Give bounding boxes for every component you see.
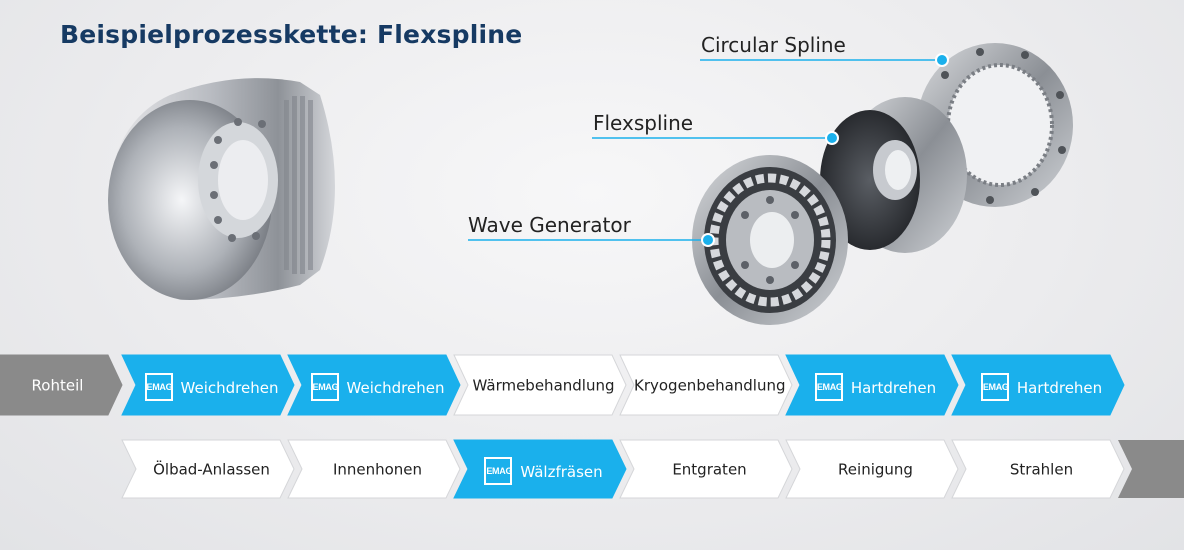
callout-wave-generator bbox=[468, 233, 715, 247]
process-step-label: Rohteil bbox=[31, 376, 84, 395]
process-step-shape bbox=[619, 439, 793, 499]
process-step-label: Weichdrehen bbox=[180, 379, 279, 397]
process-step: EMAG Weichdrehen bbox=[302, 373, 453, 401]
emag-logo-icon: EMAG bbox=[980, 373, 1009, 401]
process-step-label: Weichdrehen bbox=[346, 379, 445, 397]
callout-circular-spline bbox=[700, 53, 949, 67]
process-step-shape bbox=[121, 439, 295, 499]
flexspline-cup-image bbox=[108, 78, 335, 300]
process-step-label: Wälzfräsen bbox=[520, 463, 603, 481]
process-step-shape bbox=[785, 439, 959, 499]
process-end-block bbox=[1118, 440, 1184, 498]
process-step: EMAG Hartdrehen bbox=[800, 373, 951, 401]
process-step: Reinigung bbox=[800, 458, 951, 480]
callout-flexspline bbox=[592, 131, 839, 145]
wave-generator-image bbox=[692, 155, 848, 325]
process-step-label: Ölbad-Anlassen bbox=[153, 460, 270, 479]
label-circular-spline: Circular Spline bbox=[701, 33, 846, 57]
process-step: Rohteil bbox=[0, 374, 115, 396]
process-step-label: Entgraten bbox=[672, 460, 747, 479]
emag-logo-icon: EMAG bbox=[310, 373, 339, 401]
process-step: Ölbad-Anlassen bbox=[136, 458, 287, 480]
process-step-shape bbox=[619, 354, 793, 416]
process-step: Wärmebehandlung bbox=[468, 374, 619, 396]
process-step-shape bbox=[453, 354, 627, 416]
label-flexspline: Flexspline bbox=[593, 111, 694, 135]
process-step-label: Innenhonen bbox=[332, 460, 423, 479]
flexspline-small-image bbox=[820, 97, 967, 253]
emag-logo-icon: EMAG bbox=[484, 457, 512, 485]
process-step-shape bbox=[951, 439, 1125, 499]
page-title: Beispielprozesskette: Flexspline bbox=[60, 20, 523, 49]
process-step: Kryogenbehandlung bbox=[634, 374, 786, 396]
process-step-label: Reinigung bbox=[838, 460, 913, 479]
process-step: EMAG Wälzfräsen bbox=[468, 457, 619, 485]
process-step: EMAG Hartdrehen bbox=[966, 373, 1117, 401]
process-step-shape bbox=[287, 439, 461, 499]
process-step: Entgraten bbox=[634, 458, 785, 480]
process-step-label: Hartdrehen bbox=[850, 379, 937, 397]
process-step-label: Wärmebehandlung bbox=[472, 376, 615, 395]
process-step-label: Kryogenbehandlung bbox=[634, 376, 786, 395]
process-step-shape bbox=[0, 354, 123, 416]
process-step-label: Hartdrehen bbox=[1016, 379, 1103, 397]
label-wave-generator: Wave Generator bbox=[468, 213, 631, 237]
process-step: Innenhonen bbox=[302, 458, 453, 480]
process-step-label: Strahlen bbox=[1009, 460, 1074, 479]
emag-logo-icon: EMAG bbox=[814, 373, 843, 401]
emag-logo-icon: EMAG bbox=[144, 373, 173, 401]
process-step: Strahlen bbox=[966, 458, 1117, 480]
process-step: EMAG Weichdrehen bbox=[136, 373, 287, 401]
